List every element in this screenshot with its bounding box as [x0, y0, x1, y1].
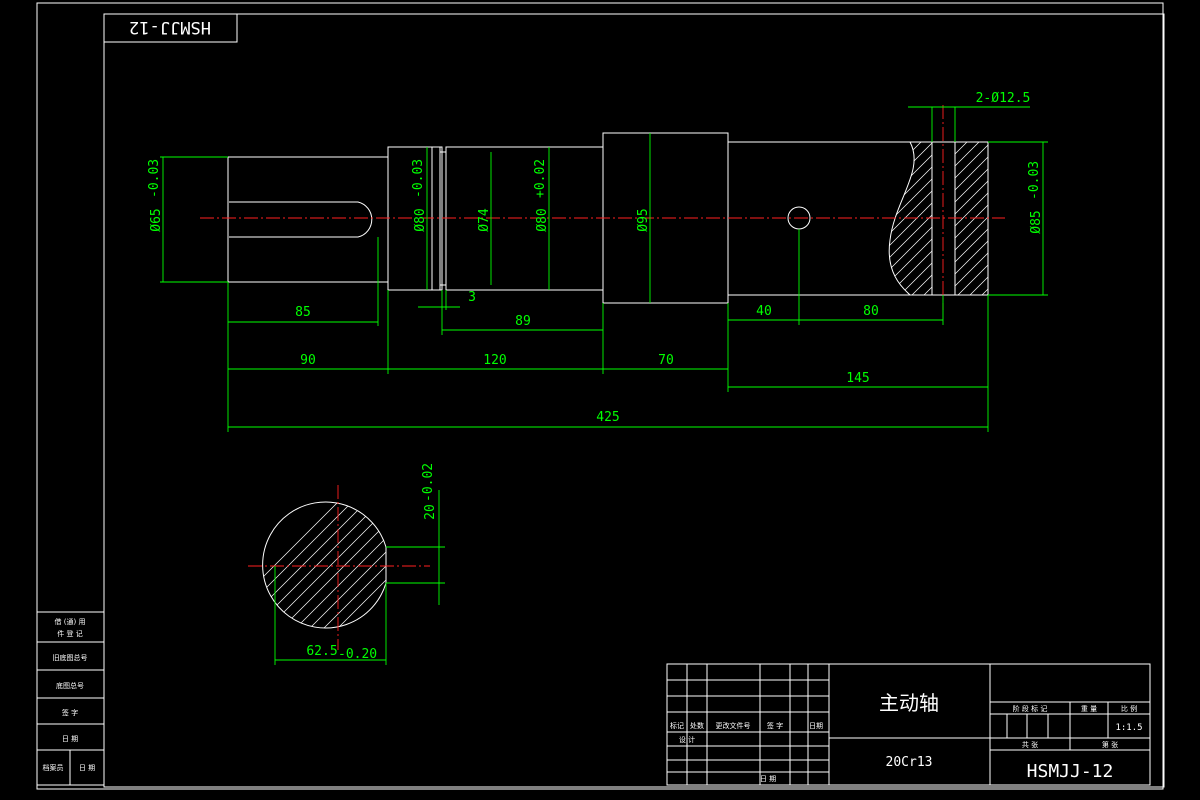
- shaft-hatching: [889, 142, 988, 295]
- date-label: 日 期: [760, 775, 776, 783]
- left-record-block: 借 (通) 用 件 登 记 旧底图总号 底图总号 签 字 日 期 档案员 日 期: [36, 611, 105, 786]
- dim-89: 89: [515, 314, 531, 329]
- left-row5: 日 期: [62, 735, 78, 743]
- dim-dia74: Ø74: [477, 208, 492, 232]
- left-row1b: 件 登 记: [57, 629, 82, 638]
- material: 20Cr13: [886, 755, 933, 770]
- dim-145: 145: [846, 371, 869, 386]
- dim-dia95: Ø95: [636, 208, 651, 231]
- dim-70: 70: [658, 353, 674, 368]
- outer-frame: [36, 2, 1164, 790]
- left-row2: 旧底图总号: [53, 653, 88, 662]
- dim-dia80a: Ø80: [413, 208, 428, 231]
- dim-dia85-tol: -0.03: [1027, 161, 1042, 200]
- section-view: 62.5 -0.20 20 -0.02: [248, 463, 445, 665]
- dim-dia80a-tol: -0.03: [411, 159, 426, 198]
- left-row1: 借 (通) 用: [55, 617, 86, 626]
- sheet-total: 共 张: [1022, 740, 1038, 749]
- dim-80: 80: [863, 304, 879, 319]
- inner-frame: [103, 13, 1165, 788]
- drawing-number: HSMJJ-12: [1027, 761, 1114, 782]
- dim-120: 120: [483, 353, 506, 368]
- rev-doc: 更改文件号: [716, 721, 751, 730]
- title-block: 标记 处数 更改文件号 签 字 日期 设 计 日 期 主动轴 20Cr13 阶 …: [666, 663, 1151, 786]
- dimension-texts: 85 90 120 70 145 425 3 89 40 80 2-Ø12.5 …: [147, 91, 1044, 425]
- dim-section-width-tol: -0.20: [338, 647, 377, 662]
- scale-value: 1:1.5: [1115, 723, 1142, 733]
- dim-dia65: Ø65: [149, 208, 164, 231]
- dim-90: 90: [300, 353, 316, 368]
- left-row6b: 日 期: [79, 764, 95, 772]
- dim-3: 3: [468, 290, 476, 305]
- stage-mark-header: 阶 段 标 记: [1013, 704, 1048, 713]
- dimension-lines: [160, 106, 1048, 432]
- dim-section-width: 62.5: [306, 644, 337, 659]
- mirrored-drawing-number: HSMJJ-12: [129, 17, 211, 37]
- rev-count: 处数: [690, 721, 704, 730]
- dim-dia80b-tol: +0.02: [533, 159, 548, 198]
- dim-keyway-tol: -0.02: [421, 463, 436, 502]
- left-row3: 底图总号: [56, 681, 84, 690]
- part-name: 主动轴: [879, 691, 939, 715]
- left-row6a: 档案员: [43, 763, 64, 772]
- rev-sign: 签 字: [767, 721, 783, 730]
- dim-keyway: 20: [423, 504, 438, 520]
- dim-85: 85: [295, 305, 311, 320]
- dim-dia85: Ø85: [1029, 210, 1044, 233]
- dim-40: 40: [756, 304, 772, 319]
- rev-mark: 标记: [670, 721, 684, 730]
- design-label: 设 计: [679, 735, 695, 744]
- dim-dia80b: Ø80: [535, 208, 550, 231]
- rev-date: 日期: [809, 722, 823, 730]
- shaft-outline: [227, 132, 989, 304]
- dim-425: 425: [596, 410, 619, 425]
- left-row4: 签 字: [62, 708, 78, 717]
- scale-header: 比 例: [1121, 704, 1137, 713]
- dim-dia65-tol: -0.03: [147, 159, 162, 198]
- dim-hole: 2-Ø12.5: [976, 91, 1031, 106]
- mirrored-number-box: [103, 13, 238, 43]
- sheet-no: 第 张: [1102, 740, 1118, 749]
- weight-header: 重 量: [1081, 705, 1097, 713]
